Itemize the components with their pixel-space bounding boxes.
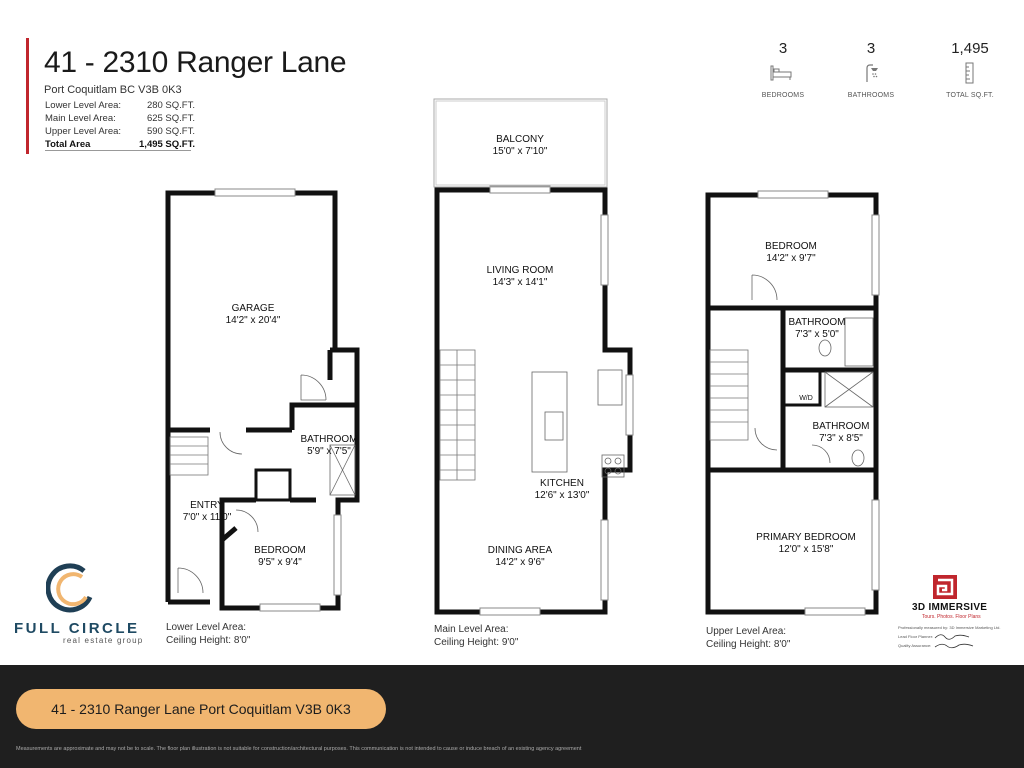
balcony-name: BALCONY <box>496 134 544 145</box>
stat-sqft-value: 1,495 <box>951 40 989 57</box>
ceiling-height: Ceiling Height: 8'0" <box>166 635 251 646</box>
immersive-logo-icon <box>933 575 957 599</box>
lower-bedroom-dim: 9'5" x 9'4" <box>258 557 302 568</box>
ceiling-height: Ceiling Height: 8'0" <box>706 639 791 650</box>
shower-icon <box>866 64 878 82</box>
upper-bathroom2-dim: 7'3" x 8'5" <box>819 433 863 444</box>
balcony-dim: 15'0" x 7'10" <box>493 146 548 157</box>
primary-bedroom-dim: 12'0" x 15'8" <box>779 544 834 555</box>
page-title: 41 - 2310 Ranger Lane <box>44 46 347 79</box>
main-level-caption: Main Level Area: Ceiling Height: 9'0" <box>434 623 518 649</box>
area-value: 590 SQ.FT. <box>146 126 195 137</box>
garage-dim: 14'2" x 20'4" <box>226 315 281 326</box>
lower-bathroom-dim: 5'9" x 7'5" <box>307 446 351 457</box>
area-row-lower: Lower Level Area: 280 SQ.FT. <box>45 100 195 111</box>
lower-bathroom-name: BATHROOM <box>300 434 357 445</box>
level-label: Main Level Area: <box>434 624 509 635</box>
signature-icon <box>934 634 974 649</box>
dining-area-dim: 14'2" x 9'6" <box>495 557 545 568</box>
area-label: Main Level Area: <box>45 113 116 124</box>
partner-name: 3D IMMERSIVE <box>912 602 988 613</box>
primary-bedroom-name: PRIMARY BEDROOM <box>756 532 856 543</box>
brand-sub: real estate group <box>63 636 144 645</box>
area-row-total: Total Area 1,495 SQ.FT. <box>45 139 195 150</box>
area-row-upper: Upper Level Area: 590 SQ.FT. <box>45 126 195 137</box>
stat-sqft-label: TOTAL SQ.FT. <box>946 92 994 99</box>
upper-level-caption: Upper Level Area: Ceiling Height: 8'0" <box>706 625 790 651</box>
floor-plans: GARAGE 14'2" x 20'4" BATHROOM 5'9" x 7'5… <box>165 98 880 616</box>
upper-bathroom2-name: BATHROOM <box>812 421 869 432</box>
lower-bedroom-name: BEDROOM <box>254 545 306 556</box>
kitchen-dim: 12'6" x 13'0" <box>535 490 590 501</box>
full-circle-logo-icon <box>46 563 93 613</box>
living-room-name: LIVING ROOM <box>487 265 554 276</box>
partner-qa: Quality Assurance: <box>898 643 932 648</box>
partner-planner: Lead Floor Planner: <box>898 634 934 639</box>
living-room-dim: 14'3" x 14'1" <box>493 277 548 288</box>
area-label: Total Area <box>45 139 91 150</box>
kitchen-name: KITCHEN <box>540 478 584 489</box>
area-label: Upper Level Area: <box>45 126 122 137</box>
area-value: 1,495 SQ.FT. <box>139 139 195 150</box>
stat-bathrooms-label: BATHROOMS <box>847 92 895 99</box>
footer-address-pill: 41 - 2310 Ranger Lane Port Coquitlam V3B… <box>16 689 386 729</box>
entry-dim: 7'0" x 11'0" <box>183 512 232 523</box>
upper-bedroom-dim: 14'2" x 9'7" <box>766 253 816 264</box>
washer-dryer-label: W/D <box>799 395 813 402</box>
partner-tagline: Tours. Photos. Floor Plans <box>922 614 981 620</box>
area-value: 280 SQ.FT. <box>146 100 195 111</box>
upper-bedroom-name: BEDROOM <box>765 241 817 252</box>
ceiling-height: Ceiling Height: 9'0" <box>434 637 519 648</box>
upper-bathroom1-dim: 7'3" x 5'0" <box>795 329 839 340</box>
level-label: Lower Level Area: <box>166 622 247 633</box>
stat-bathrooms-value: 3 <box>866 40 876 57</box>
title-accent-bar <box>26 38 29 154</box>
stat-bedrooms-label: BEDROOMS <box>761 92 805 99</box>
footer-disclaimer: Measurements are approximate and may not… <box>16 746 582 752</box>
area-value: 625 SQ.FT. <box>146 113 195 124</box>
partner-measured-by: Professionally measured by: 3D Immersive… <box>898 625 1001 630</box>
upper-bathroom1-name: BATHROOM <box>788 317 845 328</box>
ruler-icon <box>965 62 974 84</box>
lower-level-caption: Lower Level Area: Ceiling Height: 8'0" <box>166 621 250 647</box>
level-label: Upper Level Area: <box>706 626 787 637</box>
brand-name: FULL CIRCLE <box>14 620 140 637</box>
entry-name: ENTRY <box>190 500 224 511</box>
page-subtitle: Port Coquitlam BC V3B 0K3 <box>44 84 182 96</box>
garage-name: GARAGE <box>232 303 275 314</box>
total-underline <box>45 150 191 151</box>
stairs <box>169 349 749 481</box>
stat-bedrooms-value: 3 <box>778 40 788 57</box>
area-label: Lower Level Area: <box>45 100 122 111</box>
bed-icon <box>770 65 792 81</box>
dining-area-name: DINING AREA <box>488 545 553 556</box>
area-row-main: Main Level Area: 625 SQ.FT. <box>45 113 195 124</box>
